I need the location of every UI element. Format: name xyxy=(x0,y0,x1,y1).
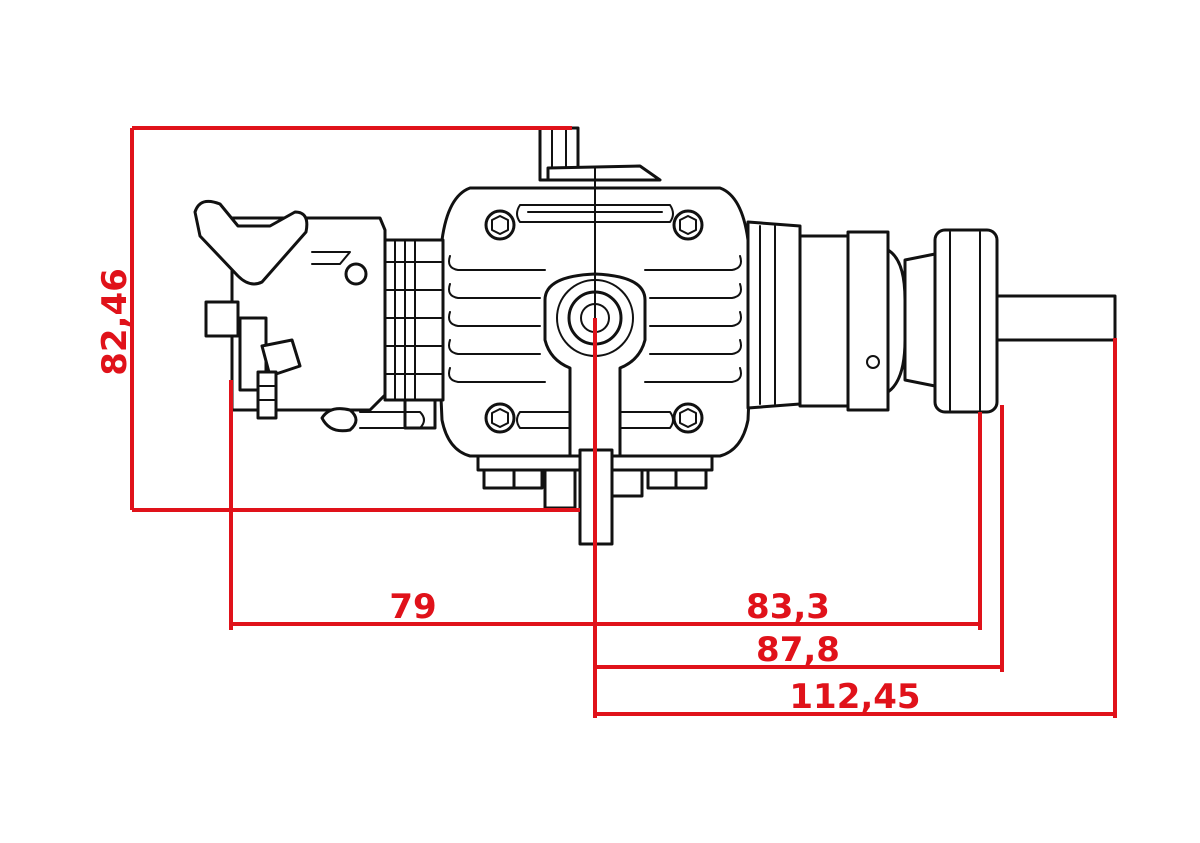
bearing-housing xyxy=(746,220,850,410)
dimension-lines: 82,46 79 83,3 87,8 112,45 xyxy=(95,126,1117,718)
top-mount xyxy=(538,126,662,182)
engine-outline xyxy=(193,126,1117,546)
height-dimension-label: 82,46 xyxy=(95,268,135,376)
prop-hub xyxy=(846,228,999,414)
output-shaft xyxy=(995,294,1117,342)
center-to-shaft-end-label: 112,45 xyxy=(789,677,920,717)
center-to-hub-front-label: 83,3 xyxy=(746,587,830,627)
center-to-hub-rear-label: 87,8 xyxy=(756,630,840,670)
carb-to-center-label: 79 xyxy=(389,587,436,627)
intake-block xyxy=(383,238,445,430)
carburetor xyxy=(193,199,425,433)
